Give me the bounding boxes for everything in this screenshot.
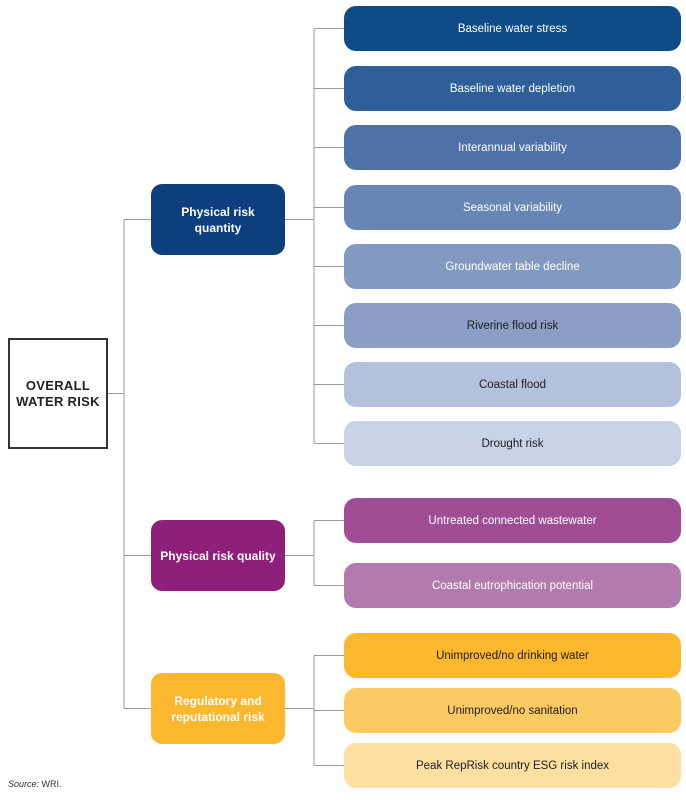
category-regulatory-reputational-risk: Regulatory and reputational risk bbox=[151, 673, 285, 744]
source-value: WRI. bbox=[41, 779, 62, 789]
indicator-drought-risk: Drought risk bbox=[344, 421, 681, 466]
indicator-label: Unimproved/no drinking water bbox=[436, 649, 589, 662]
indicator-label: Coastal eutrophication potential bbox=[431, 579, 594, 592]
indicator-label: Baseline water depletion bbox=[449, 82, 576, 95]
indicator-label: Coastal flood bbox=[478, 378, 547, 391]
indicator-unimproved-no-sanitation: Unimproved/no sanitation bbox=[344, 688, 681, 733]
indicator-label: Unimproved/no sanitation bbox=[447, 704, 578, 717]
root-title-line2: WATER RISK bbox=[16, 393, 100, 409]
source-note: Source: WRI. bbox=[8, 779, 62, 789]
indicator-baseline-water-depletion: Baseline water depletion bbox=[344, 66, 681, 111]
category-physical-risk-quality: Physical risk quality bbox=[151, 520, 285, 591]
indicator-label: Peak RepRisk country ESG risk index bbox=[415, 759, 610, 772]
indicator-seasonal-variability: Seasonal variability bbox=[344, 185, 681, 230]
indicator-label: Seasonal variability bbox=[462, 201, 563, 214]
indicator-label: Interannual variability bbox=[458, 141, 567, 154]
indicator-peak-represk-esg-index: Peak RepRisk country ESG risk index bbox=[344, 743, 681, 788]
source-label: Source: bbox=[8, 779, 40, 789]
indicator-untreated-connected-wastewater: Untreated connected wastewater bbox=[344, 498, 681, 543]
indicator-riverine-flood-risk: Riverine flood risk bbox=[344, 303, 681, 348]
indicator-label: Groundwater table decline bbox=[445, 260, 580, 273]
category-physical-risk-quantity: Physical risk quantity bbox=[151, 184, 285, 255]
overall-water-risk-box: OVERALL WATER RISK bbox=[8, 338, 108, 449]
indicator-unimproved-no-drinking-water: Unimproved/no drinking water bbox=[344, 633, 681, 678]
indicator-baseline-water-stress: Baseline water stress bbox=[344, 6, 681, 51]
indicator-interannual-variability: Interannual variability bbox=[344, 125, 681, 170]
indicator-label: Untreated connected wastewater bbox=[428, 514, 597, 527]
category-label: Regulatory and reputational risk bbox=[171, 693, 265, 724]
indicator-groundwater-table-decline: Groundwater table decline bbox=[344, 244, 681, 289]
indicator-coastal-eutrophication-potential: Coastal eutrophication potential bbox=[344, 563, 681, 608]
indicator-label: Baseline water stress bbox=[457, 22, 568, 35]
category-label: Physical risk quantity bbox=[181, 204, 255, 235]
indicator-label: Riverine flood risk bbox=[466, 319, 559, 332]
indicator-label: Drought risk bbox=[481, 437, 544, 450]
category-label: Physical risk quality bbox=[160, 548, 276, 563]
indicator-coastal-flood: Coastal flood bbox=[344, 362, 681, 407]
root-title-line1: OVERALL bbox=[25, 377, 91, 393]
